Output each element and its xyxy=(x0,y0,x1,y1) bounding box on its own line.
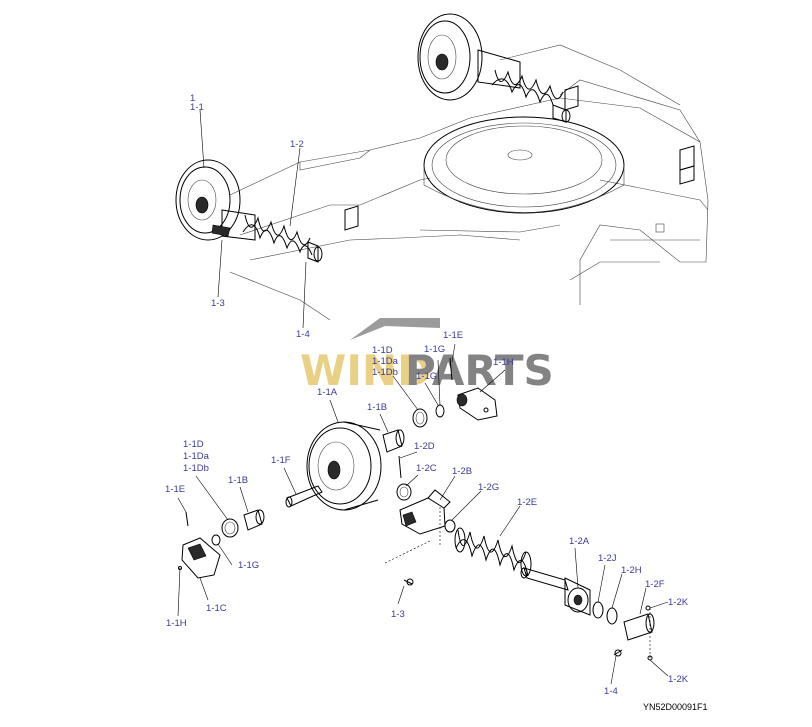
ring-1-2J xyxy=(592,601,604,619)
callout-1-2D: 1-2D xyxy=(414,441,435,452)
ring-1-2H xyxy=(606,607,618,625)
callout-1-1E-left: 1-1E xyxy=(165,484,185,495)
cylinder-1-2A xyxy=(520,567,591,616)
callout-1-4-bottom: 1-4 xyxy=(604,686,618,697)
callout-1-2K-bottom: 1-2K xyxy=(668,674,689,685)
callout-1-2J: 1-2J xyxy=(598,553,617,564)
carbody-frame xyxy=(229,44,709,321)
callout-1-1Da-left: 1-1Da xyxy=(183,451,210,462)
callout-1-1A: 1-1A xyxy=(317,387,338,398)
callout-1-1C: 1-1C xyxy=(206,603,227,614)
callout-1-2C: 1-2C xyxy=(416,463,437,474)
bracket-1-1C xyxy=(178,537,221,579)
pin-1-2D xyxy=(398,455,402,479)
yoke-1-2B xyxy=(399,489,451,535)
callout-labels: 1 1-1 1-2 1-3 1-4 1-1E 1-1D 1-1Da 1-1Db … xyxy=(165,93,689,697)
seal-1-1D-right xyxy=(412,408,428,428)
callout-1-1F: 1-1F xyxy=(271,455,291,466)
bracket-1-1H-right xyxy=(456,387,498,421)
callout-1-2H: 1-2H xyxy=(621,565,642,576)
callout-1-1Da-right: 1-1Da xyxy=(372,356,399,367)
callout-1-2-top: 1-2 xyxy=(290,139,304,150)
piston-1-2F xyxy=(623,613,655,641)
watermark-text-wind: WIND xyxy=(300,346,432,395)
callout-1-1D-right: 1-1D xyxy=(372,345,393,356)
callout-1-1H-left: 1-1H xyxy=(166,618,187,629)
callout-1-4-top: 1-4 xyxy=(296,329,310,340)
callout-1-3-bottom: 1-3 xyxy=(391,609,405,620)
screw-1-2K-top xyxy=(645,605,651,611)
callout-1-2K-top: 1-2K xyxy=(668,597,689,608)
callout-1-1Db-left: 1-1Db xyxy=(183,463,209,474)
callout-1-2B: 1-2B xyxy=(452,466,472,477)
pin-1-1E-right xyxy=(449,357,453,381)
callout-1-2F: 1-2F xyxy=(645,579,665,590)
callout-1-1G-left: 1-1G xyxy=(238,560,259,571)
callout-1-1D-left: 1-1D xyxy=(183,439,204,450)
callout-1-1B-right: 1-1B xyxy=(367,402,387,413)
callout-1-1G-right-a: 1-1G xyxy=(424,344,445,355)
callout-1-2A: 1-2A xyxy=(569,536,590,547)
callout-1-1H-right: 1-1H xyxy=(493,357,514,368)
bushing-1-2C xyxy=(396,483,412,501)
bolt-1-3-bottom xyxy=(403,579,413,585)
o-ring-1-1G-left xyxy=(211,534,221,546)
callout-1-1G-right-b: 1-1G xyxy=(416,371,437,382)
callout-1-2G: 1-2G xyxy=(478,482,499,493)
callout-1-1B-left: 1-1B xyxy=(228,475,248,486)
drawing-code: YN52D00091F1 xyxy=(643,702,708,712)
o-ring-1-1G-right xyxy=(435,404,445,418)
callout-assembly-1: 1 xyxy=(190,93,195,104)
bushing-1-1B-left xyxy=(243,509,265,531)
assembled-idler-upper-left xyxy=(175,159,323,263)
callout-1-1: 1-1 xyxy=(190,102,204,113)
bolt-head-1-3 xyxy=(406,578,414,586)
recoil-spring-1-2E xyxy=(454,527,532,577)
leader-lines xyxy=(177,109,669,685)
watermark-text-parts: PARTS xyxy=(405,346,554,395)
bushing-1-1B-right xyxy=(382,429,405,453)
watermark: WIND PARTS xyxy=(300,318,554,395)
callout-1-1E-right: 1-1E xyxy=(443,330,463,341)
pin-1-1E-left xyxy=(185,511,189,527)
callout-1-1Db-right: 1-1Db xyxy=(372,367,398,378)
watermark-roof xyxy=(350,318,440,340)
callout-1-3-top: 1-3 xyxy=(211,298,225,309)
callout-1-2E: 1-2E xyxy=(517,497,537,508)
idler-shaft-1-1F xyxy=(285,485,323,508)
ring-1-2G xyxy=(444,519,456,533)
swing-bearing-ring xyxy=(423,116,625,214)
assembled-idler-upper-right xyxy=(417,13,571,123)
fitting-head-1-4 xyxy=(614,649,622,657)
seal-1-1D-left xyxy=(221,518,239,538)
idler-wheel-1-1A xyxy=(306,421,382,511)
